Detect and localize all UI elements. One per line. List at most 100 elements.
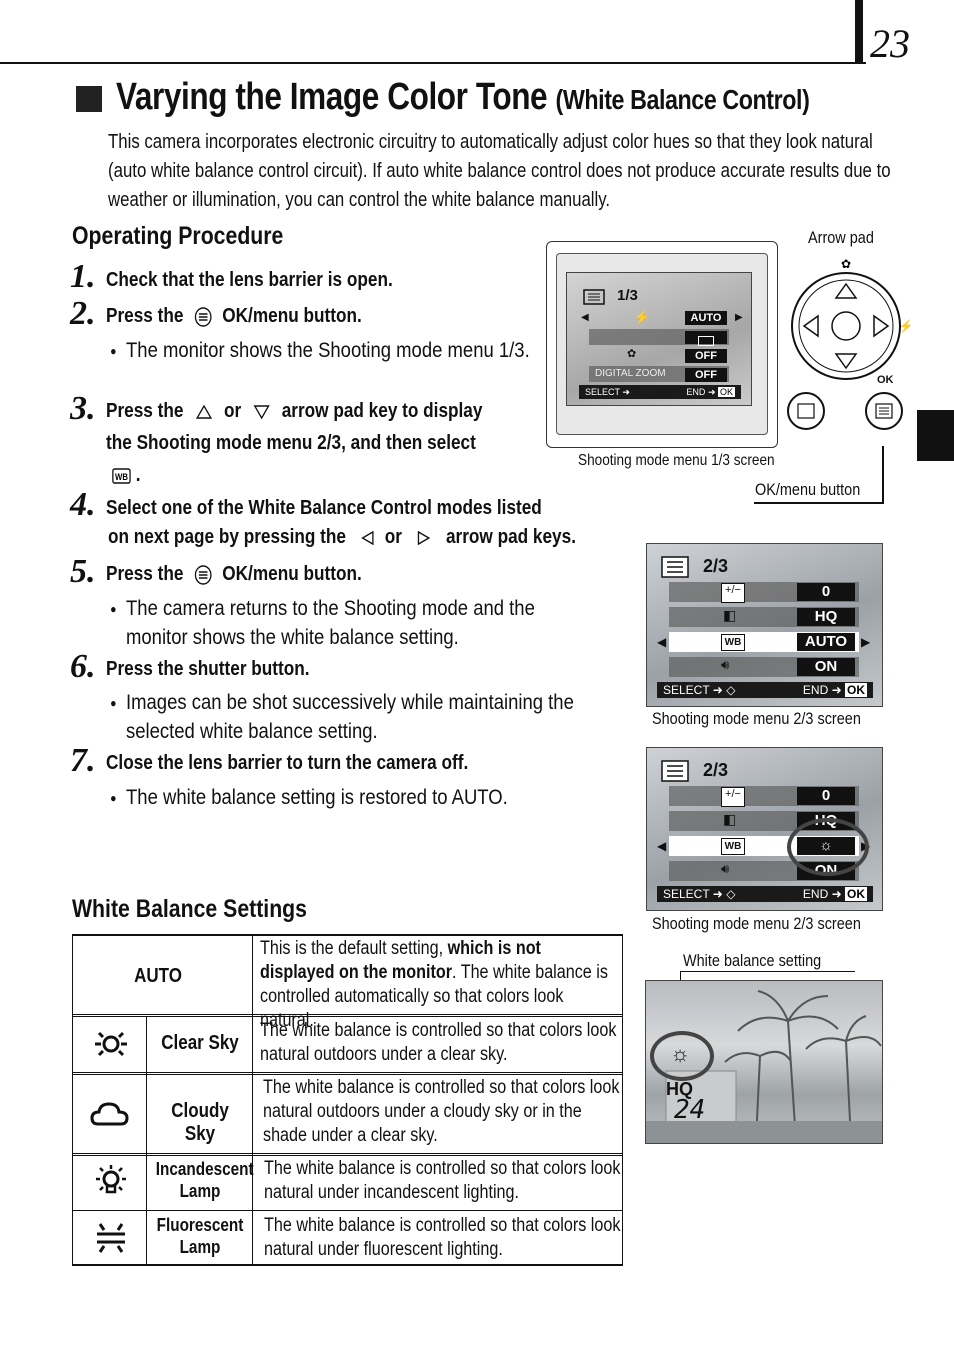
monitor-photo: ☼ HQ 24 (645, 980, 883, 1144)
up-arrow-icon[interactable] (834, 282, 858, 299)
menu-2a-caption: Shooting mode menu 2/3 screen (652, 709, 861, 728)
menu-icon (194, 564, 212, 585)
end-label: END (686, 387, 706, 397)
step-5-text-b: OK/menu button. (222, 563, 362, 585)
ok-label: OK (877, 374, 894, 386)
end-label: END (802, 887, 829, 901)
menu-1-bottom-bar: SELECT ➜ END ➜ OK (579, 385, 741, 399)
table-bottom-border (72, 1264, 623, 1266)
step-6-number: 6. (70, 648, 96, 685)
step-6-bullet: Images can be shot successively while ma… (110, 688, 619, 746)
sound-icon: 🔊︎ (721, 861, 730, 876)
wb-label-underline (680, 971, 855, 972)
table-top-border (72, 934, 623, 936)
page-tab (855, 0, 863, 64)
monitor-quality: HQ (666, 1079, 693, 1099)
step-4-number: 4. (70, 486, 96, 523)
header-rule (0, 62, 866, 64)
menu-2b-bottom-bar: SELECT ➜ ◇ END ➜ OK (657, 886, 873, 902)
quality-icon: ◧ (723, 811, 737, 827)
ok-menu-underline (754, 502, 884, 504)
step-4-text-d: arrow pad keys. (445, 526, 576, 548)
step-2-number: 2. (70, 295, 96, 332)
right-arrow-icon (418, 530, 431, 545)
macro-icon: ✿ (627, 348, 637, 360)
right-arrow-icon: ▶ (861, 635, 871, 649)
select-label: SELECT (585, 387, 620, 397)
arrow-pad-label: Arrow pad (808, 228, 874, 247)
menu-1-3-screen: 1/3 ◀ ▶ ⚡ AUTO ✿ OFF DIGITAL ZOOM OFF SE… (566, 272, 752, 406)
step-1-text: Check that the lens barrier is open. (106, 269, 393, 291)
step-3-text-a: Press the (106, 400, 184, 422)
step-5-number: 5. (70, 553, 96, 590)
wb-icon: WB (721, 838, 745, 855)
left-arrow-icon (361, 530, 374, 545)
exposure-compensation-icon: +/− (721, 583, 745, 603)
down-arrow-icon (253, 404, 270, 420)
wb-highlight-circle (650, 1031, 714, 1081)
mode-fluorescent: Fluorescent Lamp (156, 1215, 244, 1257)
menu-1-value-2 (685, 331, 727, 347)
desc-auto-a: This is the default setting, (260, 938, 448, 959)
step-7-bullet: The white balance setting is restored to… (110, 783, 584, 813)
mode-auto: AUTO (134, 965, 182, 987)
flash-icon: ⚡ (899, 319, 914, 333)
clear-sky-icon (95, 1031, 127, 1057)
menu-2a-value-1: 0 (797, 583, 855, 601)
step-3-text-line1: Press the or arrow pad key to display (106, 396, 482, 427)
desc-auto: This is the default setting, which is no… (260, 937, 617, 1033)
table-row-divider-3b (72, 1155, 623, 1156)
step-5-text-a: Press the (106, 563, 184, 585)
menu-2a-bottom-bar: SELECT ➜ ◇ END ➜ OK (657, 682, 873, 698)
step-4-text-line1: Select one of the White Balance Control … (106, 497, 542, 519)
step-4-text-b: on next page by pressing the (108, 526, 346, 548)
arrow-pad[interactable]: ✿ ⚡ (786, 256, 916, 436)
table-left-border (72, 934, 73, 1266)
step-3-text-e: . (135, 464, 141, 486)
white-balance-setting-label: White balance setting (683, 951, 822, 970)
flash-icon: ⚡ (633, 309, 651, 325)
wb-icon: WB (721, 634, 745, 651)
step-3-text-line2: the Shooting mode menu 2/3, and then sel… (106, 432, 476, 454)
select-label: SELECT (663, 683, 710, 697)
wb-settings-heading: White Balance Settings (72, 895, 307, 923)
exposure-compensation-icon: +/− (721, 787, 745, 807)
menu-list-icon (583, 289, 605, 305)
table-row-divider-3 (72, 1153, 623, 1154)
step-7-text: Close the lens barrier to turn the camer… (106, 752, 469, 774)
step-4-text-line2: on next page by pressing the or arrow pa… (108, 522, 576, 553)
step-2-text-b: OK/menu button. (222, 305, 362, 327)
step-4-text-c: or (384, 526, 402, 548)
step-3-number: 3. (70, 390, 96, 427)
menu-1-value-1: AUTO (685, 311, 727, 325)
left-arrow-icon: ◀ (581, 312, 589, 323)
palm-trees-image (646, 990, 882, 1143)
desc-incandescent: The white balance is controlled so that … (264, 1158, 621, 1203)
menu-list-icon (661, 760, 689, 782)
ok-label: OK (845, 683, 867, 697)
display-button[interactable] (787, 392, 825, 430)
end-label: END (802, 683, 829, 697)
ok-menu-button-label: OK/menu button (755, 480, 861, 499)
ok-label: OK (717, 387, 735, 397)
title-square-icon (76, 86, 102, 112)
incandescent-lamp-icon (96, 1165, 126, 1194)
left-arrow-icon: ◀ (657, 839, 667, 853)
monitor-frame-count: 24 (674, 1095, 706, 1125)
step-2-text-a: Press the (106, 305, 184, 327)
menu-2a-value-2: HQ (797, 608, 855, 626)
cloudy-sky-icon (90, 1102, 129, 1126)
down-arrow-icon[interactable] (834, 353, 858, 370)
right-arrow-icon[interactable] (873, 314, 890, 338)
title-sub: (White Balance Control) (555, 84, 810, 115)
menu-2b-value-1: 0 (797, 787, 855, 805)
step-3-text-c: arrow pad key to display (281, 400, 483, 422)
table-col-divider (252, 934, 253, 1266)
menu-2b-page: 2/3 (703, 760, 729, 780)
left-arrow-icon[interactable] (802, 314, 819, 338)
step-2-text: Press the OK/menu button. (106, 301, 362, 332)
menu-list-icon (661, 556, 689, 578)
menu-1-value-4: OFF (685, 368, 727, 382)
right-arrow-icon: ▶ (735, 312, 743, 323)
ok-menu-button[interactable] (865, 392, 903, 430)
